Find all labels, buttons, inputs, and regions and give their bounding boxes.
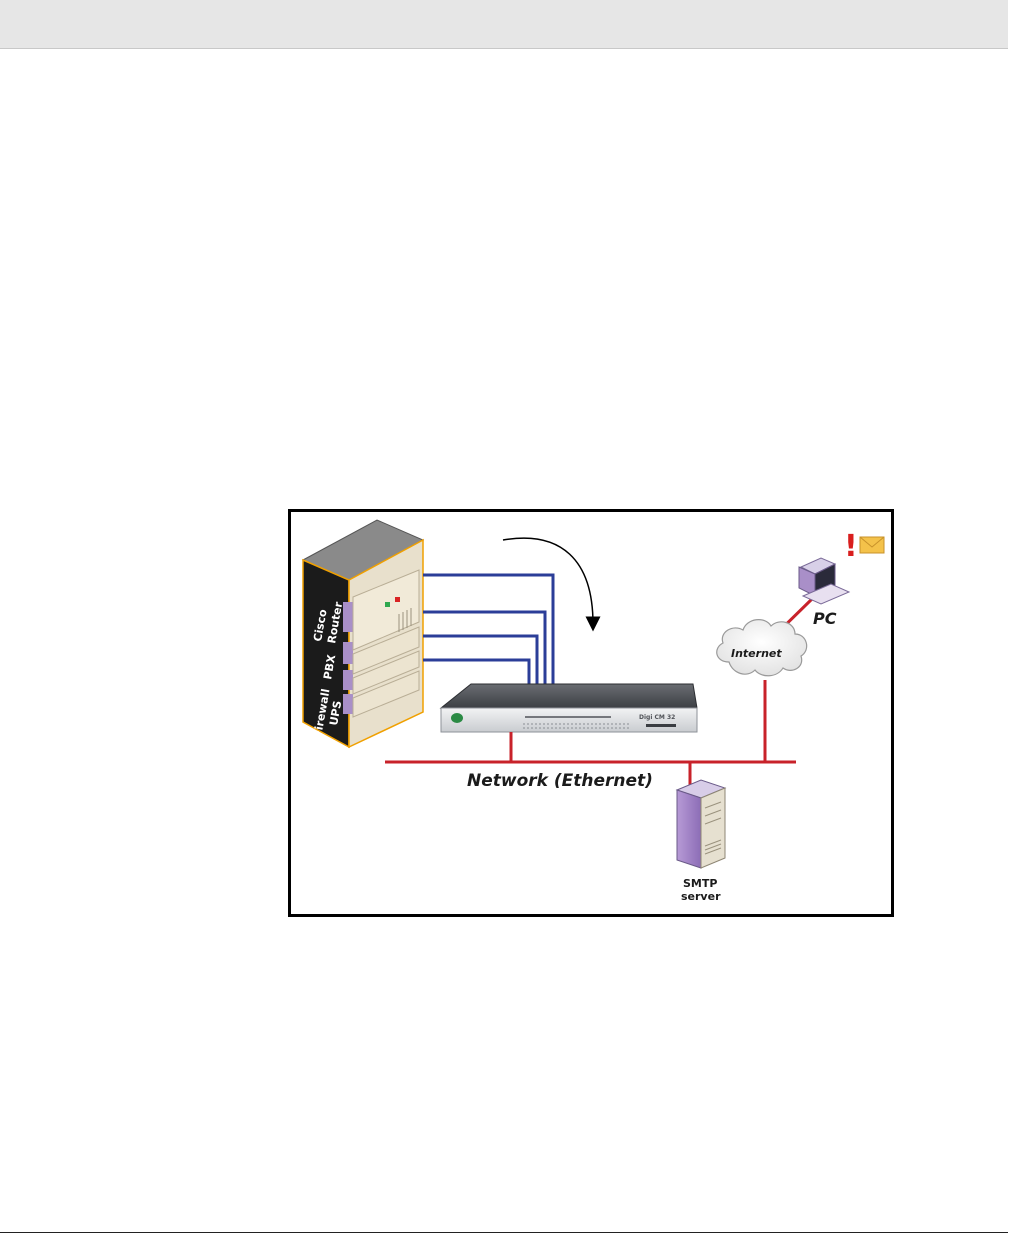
page-header-band (0, 0, 1008, 49)
curved-arrow-icon (502, 537, 601, 632)
serial-cables (423, 573, 555, 686)
pc-icon (798, 557, 851, 605)
pc-label: PC (813, 609, 837, 628)
rack-label-cisco: Cisco (311, 608, 330, 643)
alert-icon: ! (844, 529, 858, 564)
console-server: Digi CM 32 (439, 683, 698, 733)
network-diagram: Cisco Router PBX Firewall UPS Digi CM 32… (288, 509, 894, 917)
console-server-model-label: Digi CM 32 (639, 714, 675, 721)
ethernet-network (385, 596, 815, 788)
envelope-icon (859, 536, 885, 554)
server-tower-icon (675, 779, 727, 869)
internet-label: Internet (731, 647, 782, 660)
rack-label-pbx: PBX (321, 653, 338, 680)
equipment-rack: Cisco Router PBX Firewall UPS (301, 519, 425, 749)
cloud-icon: Internet (716, 619, 808, 677)
smtp-label-line2: server (681, 890, 721, 903)
footer-rule (0, 1232, 1008, 1233)
rack-label-ups: UPS (327, 700, 344, 727)
smtp-label-line1: SMTP (683, 877, 717, 890)
network-label: Network (Ethernet) (467, 771, 653, 791)
